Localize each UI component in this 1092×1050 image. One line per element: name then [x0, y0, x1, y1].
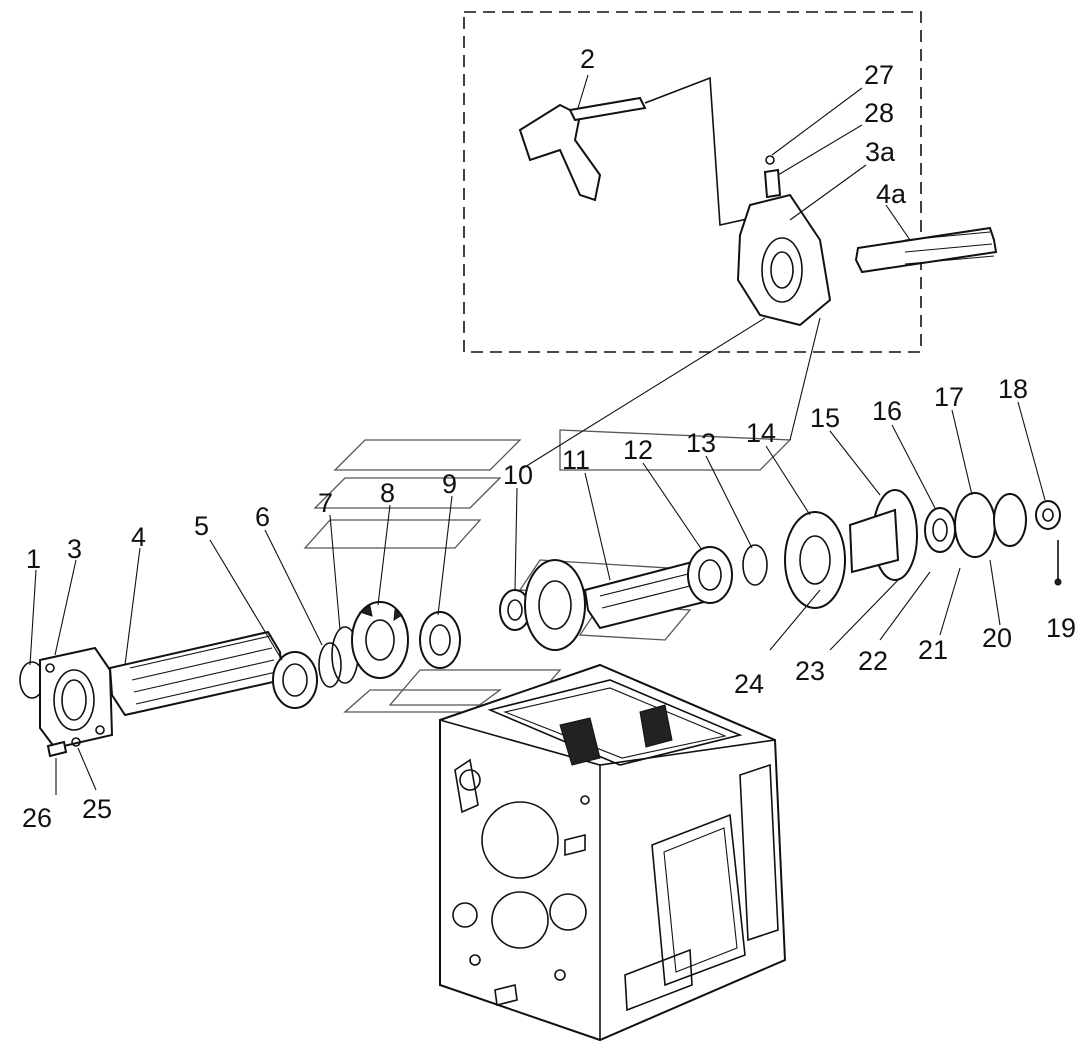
- callout-1: 1: [26, 544, 41, 574]
- callout-14: 14: [746, 418, 776, 448]
- callout-20: 20: [982, 623, 1012, 653]
- callout-23: 23: [795, 656, 825, 686]
- inset-frame: [463, 11, 922, 353]
- part-5-bearing: [272, 651, 318, 709]
- part-25-washer: [71, 737, 81, 747]
- part-16-ring: [924, 507, 956, 553]
- callout-7: 7: [318, 488, 333, 518]
- callout-26: 26: [22, 803, 52, 833]
- callout-19: 19: [1046, 613, 1076, 643]
- callout-21: 21: [918, 635, 948, 665]
- part-gear-large: [524, 559, 586, 651]
- part-26-screw: [46, 740, 68, 758]
- callout-2: 2: [580, 44, 595, 74]
- callout-4: 4: [131, 522, 146, 552]
- gearbox-housing: [439, 663, 787, 1042]
- callout-10: 10: [503, 460, 533, 490]
- part-13-ring: [742, 544, 768, 586]
- callout-16: 16: [872, 396, 902, 426]
- part-4a-shaft: [854, 226, 998, 274]
- part-6-ring: [318, 642, 342, 688]
- part-3-bearing-cover: [39, 646, 114, 750]
- part-8-gear: [351, 601, 409, 679]
- callout-11: 11: [562, 445, 590, 475]
- part-12-bearing: [687, 546, 733, 604]
- part-9-gear: [419, 611, 461, 669]
- callout-13: 13: [686, 428, 716, 458]
- part-19-pin: [1054, 540, 1062, 586]
- callout-labels: 1 3 4 5 6 7 8 9 10 11 12 13 14 15 16 17 …: [22, 44, 1076, 833]
- callout-25: 25: [82, 794, 112, 824]
- callout-12: 12: [623, 435, 653, 465]
- part-28-spring: [763, 168, 782, 199]
- part-27-ball: [765, 155, 775, 165]
- part-17-gear: [954, 492, 1027, 558]
- callout-18: 18: [998, 374, 1028, 404]
- part-15-disc: [848, 489, 918, 581]
- part-18-nut: [1035, 500, 1061, 530]
- callout-3a: 3a: [865, 137, 896, 167]
- callout-9: 9: [442, 469, 457, 499]
- assembly-lines: [519, 317, 821, 471]
- part-14-gear: [784, 511, 846, 609]
- part-3a-housing: [736, 193, 832, 327]
- part-4-splined-shaft: [108, 630, 284, 717]
- part-2-shift-fork: [518, 76, 766, 226]
- callout-22: 22: [858, 646, 888, 676]
- callout-4a: 4a: [876, 179, 907, 209]
- part-10-bearing: [499, 589, 531, 631]
- callout-15: 15: [810, 403, 840, 433]
- callout-6: 6: [255, 502, 270, 532]
- callout-3: 3: [67, 534, 82, 564]
- callout-24: 24: [734, 669, 764, 699]
- callout-28: 28: [864, 98, 894, 128]
- callout-5: 5: [194, 511, 209, 541]
- leader-lines: [29, 74, 1046, 795]
- callout-17: 17: [934, 382, 964, 412]
- callout-27: 27: [864, 60, 894, 90]
- callout-8: 8: [380, 478, 395, 508]
